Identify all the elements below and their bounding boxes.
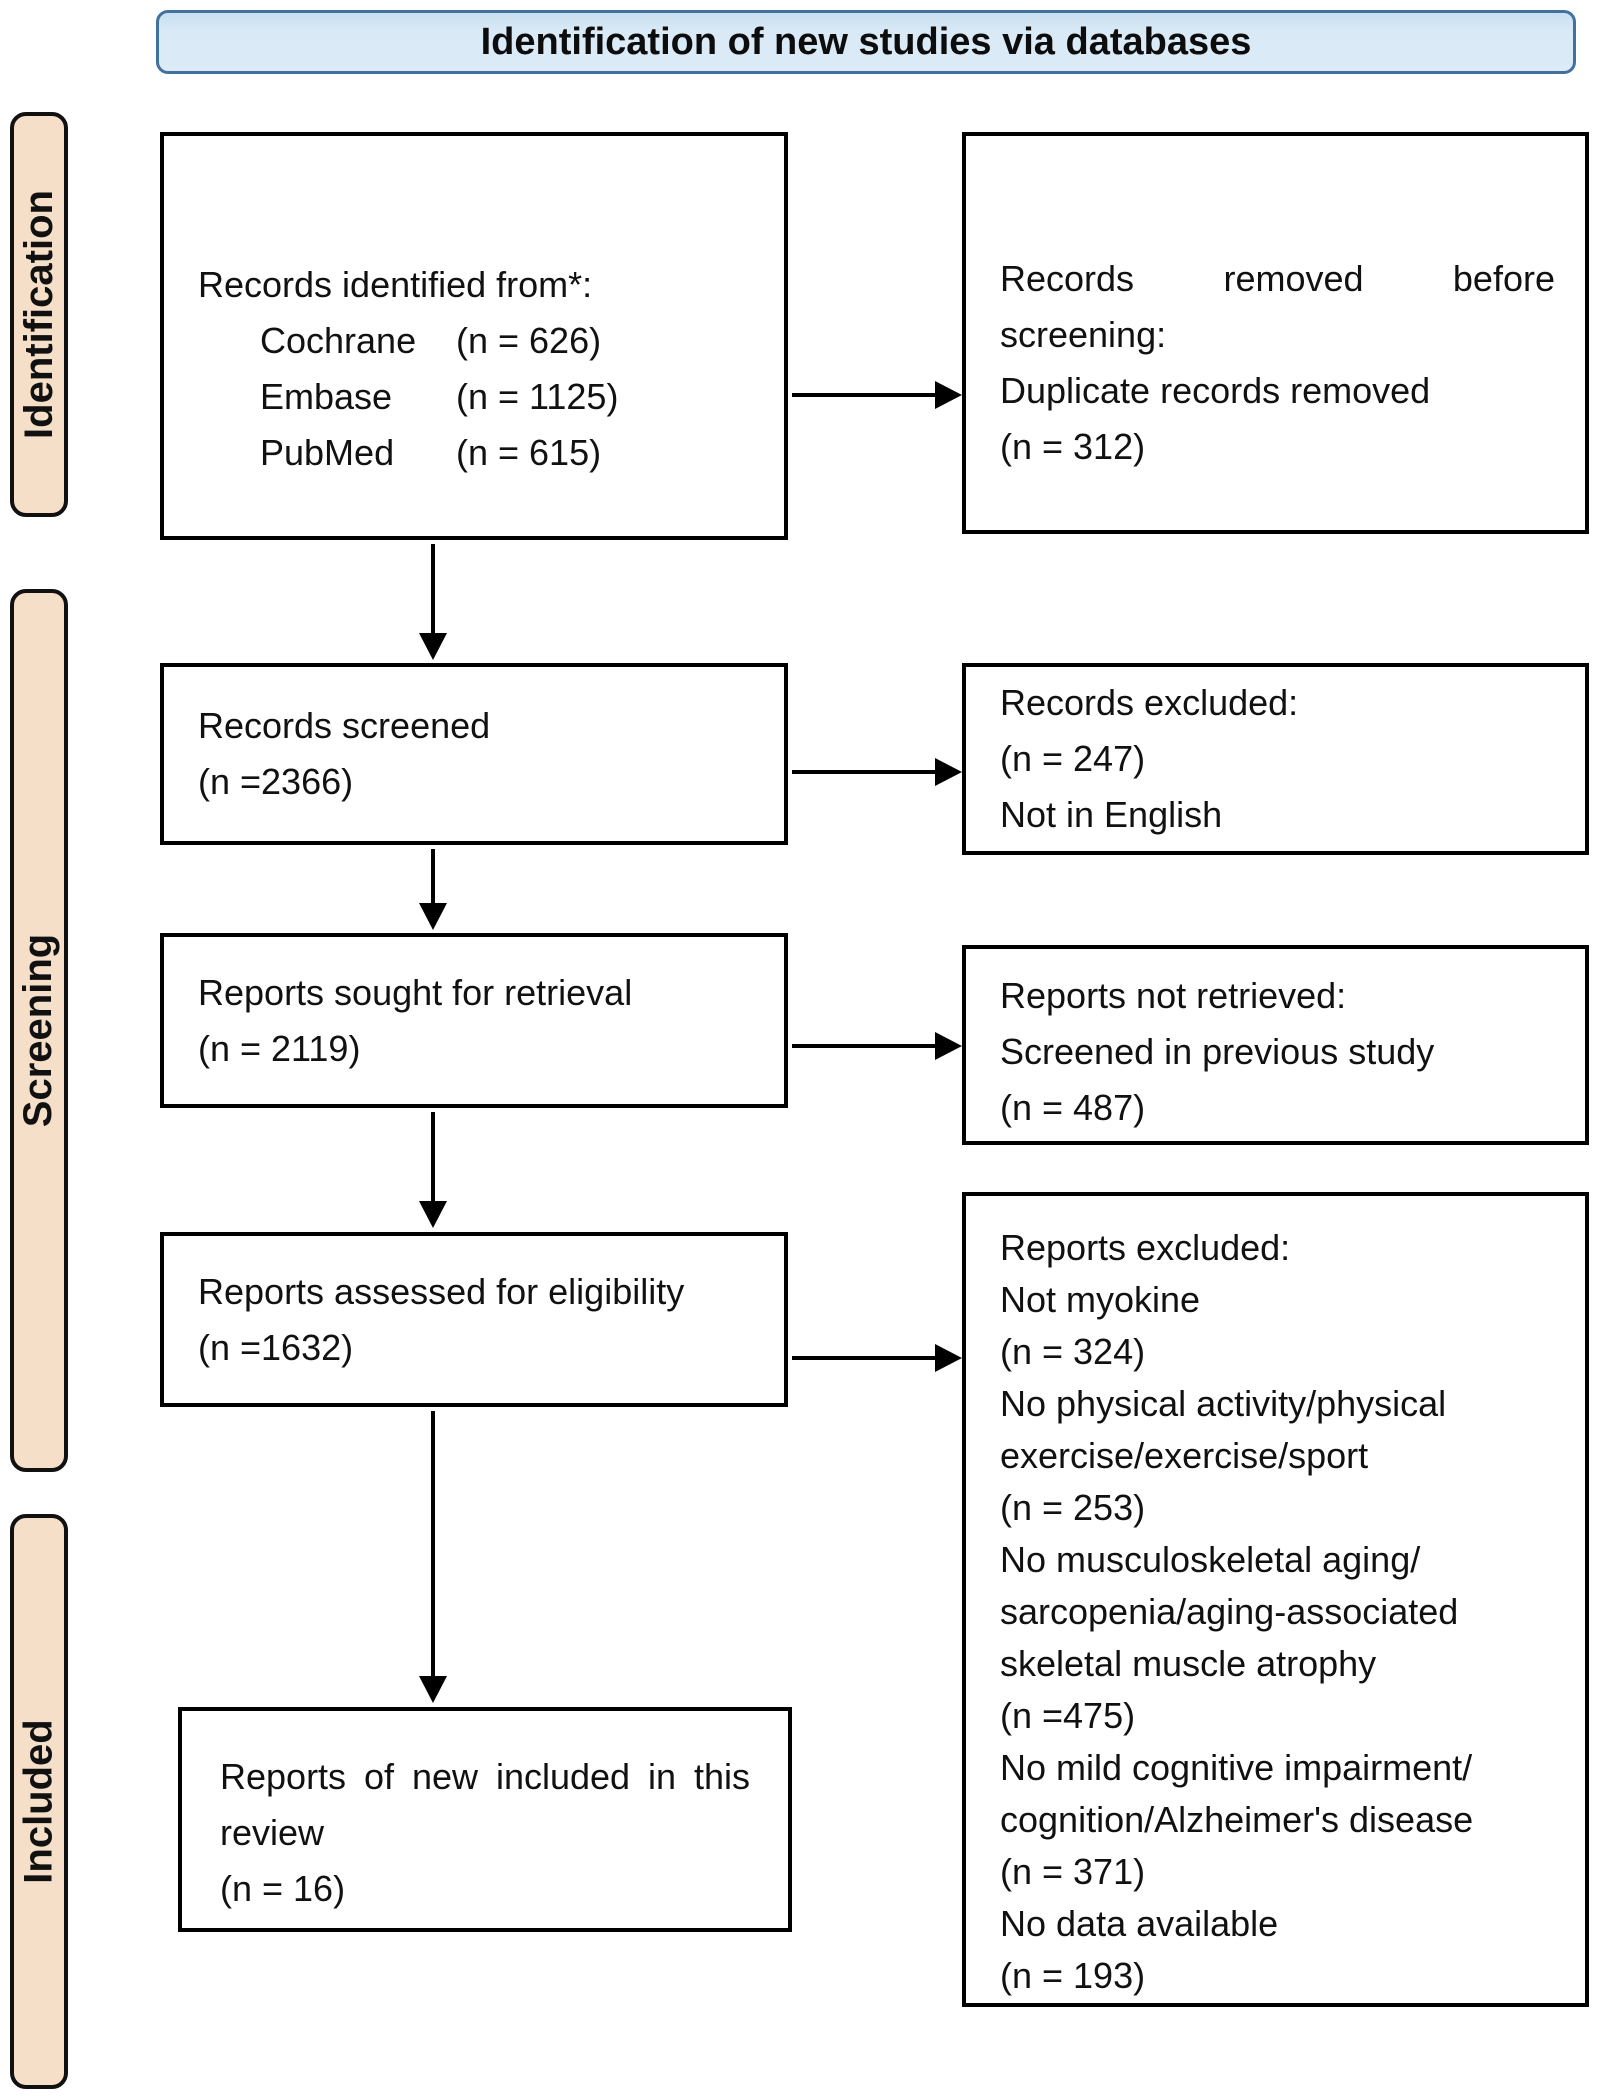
arrow-identified-to-removed-head [935,381,962,409]
source-row: PubMed (n = 615) [198,425,764,481]
stage-label-included: Included [10,1514,68,2089]
box-reports-not-retrieved-content: Reports not retrieved: Screened in previ… [1000,968,1555,1136]
arrow-sought-to-notretrieved-stem [792,1044,936,1048]
reports-excluded-line: (n = 193) [1000,1954,1146,1996]
reports-excluded-line: No data available [1000,1902,1279,1944]
records-screened-line: (n =2366) [198,761,354,802]
reports-assessed-line: Reports assessed for eligibility [198,1270,685,1312]
arrow-assessed-to-excluded-stem [792,1356,936,1360]
source-row: Cochrane (n = 626) [198,313,764,369]
not-retrieved-line: (n = 487) [1000,1087,1146,1128]
reports-included-line: (n = 16) [220,1867,346,1909]
records-excluded-line: (n = 247) [1000,738,1146,779]
arrow-screened-to-sought-head [419,903,447,930]
box-reports-excluded-content: Reports excluded: Not myokine (n = 324) … [1000,1222,1555,2002]
stage-label-identification: Identification [10,112,68,517]
arrow-identified-to-screened-stem [431,544,435,636]
reports-excluded-line: No musculoskeletal aging/ [1000,1538,1421,1580]
records-removed-line: screening: [1000,314,1167,355]
arrow-assessed-to-excluded-head [935,1344,962,1372]
reports-excluded-line: skeletal muscle atrophy [1000,1642,1377,1684]
box-records-identified: Records identified from*: Cochrane (n = … [160,132,788,540]
diagram-title: Identification of new studies via databa… [480,20,1252,63]
stage-label-identification-text: Identification [16,190,61,439]
not-retrieved-line: Reports not retrieved: [1000,975,1347,1016]
source-count: (n = 1125) [456,376,619,417]
source-name: PubMed [260,432,395,473]
box-reports-sought: Reports sought for retrieval (n = 2119) [160,933,788,1108]
reports-excluded-line: exercise/exercise/sport [1000,1434,1369,1476]
reports-excluded-line: Not myokine [1000,1278,1201,1320]
box-records-removed: Records removed before screening: Duplic… [962,132,1589,534]
stage-label-screening-text: Screening [16,933,61,1128]
box-records-identified-content: Records identified from*: Cochrane (n = … [198,257,764,481]
reports-included-line: review [220,1811,325,1853]
records-removed-line: Duplicate records removed [1000,370,1431,411]
arrow-sought-to-assessed-stem [431,1112,435,1204]
arrow-sought-to-notretrieved-head [935,1032,962,1060]
reports-sought-line: (n = 2119) [198,1027,361,1069]
reports-excluded-line: (n =475) [1000,1694,1136,1736]
reports-excluded-line: sarcopenia/aging-associated [1000,1590,1459,1632]
arrow-screened-to-excluded-head [935,758,962,786]
reports-excluded-line: No mild cognitive impairment/ [1000,1746,1473,1788]
records-excluded-line: Records excluded: [1000,682,1299,723]
header-banner: Identification of new studies via databa… [156,10,1576,74]
reports-excluded-line: (n = 253) [1000,1486,1146,1528]
records-removed-line: (n = 312) [1000,426,1146,467]
box-reports-assessed: Reports assessed for eligibility (n =163… [160,1232,788,1407]
not-retrieved-line: Screened in previous study [1000,1031,1435,1072]
reports-assessed-line: (n =1632) [198,1326,354,1368]
box-reports-excluded: Reports excluded: Not myokine (n = 324) … [962,1192,1589,2007]
stage-label-included-text: Included [16,1719,61,1884]
box-reports-included: Reports of new included in this review (… [178,1707,792,1932]
source-count: (n = 615) [456,432,602,473]
box-records-removed-content: Records removed before screening: Duplic… [1000,251,1555,475]
records-screened-line: Records screened [198,705,491,746]
reports-excluded-line: (n = 324) [1000,1330,1146,1372]
arrow-assessed-to-included-head [419,1676,447,1703]
records-identified-intro: Records identified from*: [198,264,593,305]
reports-excluded-line: (n = 371) [1000,1850,1146,1892]
source-count: (n = 626) [456,320,602,361]
reports-included-line: Reports of new included in this [220,1755,750,1797]
stage-label-screening: Screening [10,589,68,1472]
arrow-screened-to-sought-stem [431,849,435,906]
reports-excluded-line: cognition/Alzheimer's disease [1000,1798,1474,1840]
records-excluded-line: Not in English [1000,794,1223,835]
arrow-sought-to-assessed-head [419,1201,447,1228]
arrow-identified-to-removed-stem [792,393,936,397]
reports-sought-line: Reports sought for retrieval [198,971,633,1013]
reports-excluded-line: No physical activity/physical [1000,1382,1447,1424]
reports-excluded-line: Reports excluded: [1000,1226,1291,1268]
box-records-excluded: Records excluded: (n = 247) Not in Engli… [962,663,1589,855]
box-reports-not-retrieved: Reports not retrieved: Screened in previ… [962,945,1589,1145]
records-removed-line: Records removed before [1000,258,1555,299]
arrow-identified-to-screened-head [419,633,447,660]
box-records-screened: Records screened (n =2366) [160,663,788,845]
source-row: Embase (n = 1125) [198,369,764,425]
source-name: Embase [260,376,393,417]
arrow-assessed-to-included-stem [431,1411,435,1679]
source-name: Cochrane [260,320,417,361]
box-reports-included-content: Reports of new included in this review (… [220,1749,750,1917]
arrow-screened-to-excluded-stem [792,770,936,774]
